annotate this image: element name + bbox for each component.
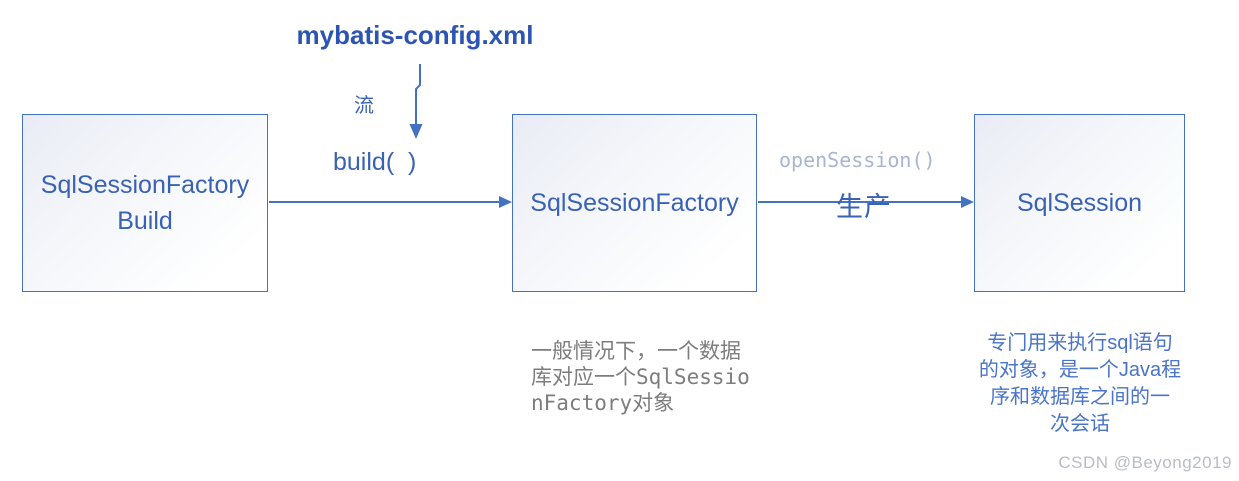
node-sqlsessionfactory: SqlSessionFactory bbox=[512, 114, 757, 292]
config-file-title: mybatis-config.xml bbox=[296, 20, 534, 50]
produce-label: 生产 bbox=[836, 192, 892, 222]
sqlsession-note: 专门用来执行sql语句 的对象，是一个Java程 序和数据库之间的一 次会话 bbox=[978, 332, 1182, 435]
node-sqlsession: SqlSession bbox=[974, 114, 1185, 292]
stream-arrow bbox=[409, 64, 423, 139]
stream-label: 流 bbox=[354, 95, 374, 117]
build-method-label: build( ) bbox=[333, 148, 417, 176]
opensession-method-label: openSession() bbox=[779, 148, 936, 172]
build-arrow bbox=[269, 196, 512, 208]
node-sqlsessionfactory-builder: SqlSessionFactory Build bbox=[22, 114, 268, 292]
watermark: CSDN @Beyong2019 bbox=[1058, 453, 1232, 472]
node-label: SqlSessionFactory Build bbox=[40, 171, 250, 235]
node-label: SqlSession bbox=[1016, 189, 1143, 217]
node-label: SqlSessionFactory bbox=[530, 189, 739, 217]
sqlsessionfactory-note: 一般情况下，一个数据 库对应一个SqlSessio nFactory对象 bbox=[531, 339, 750, 415]
